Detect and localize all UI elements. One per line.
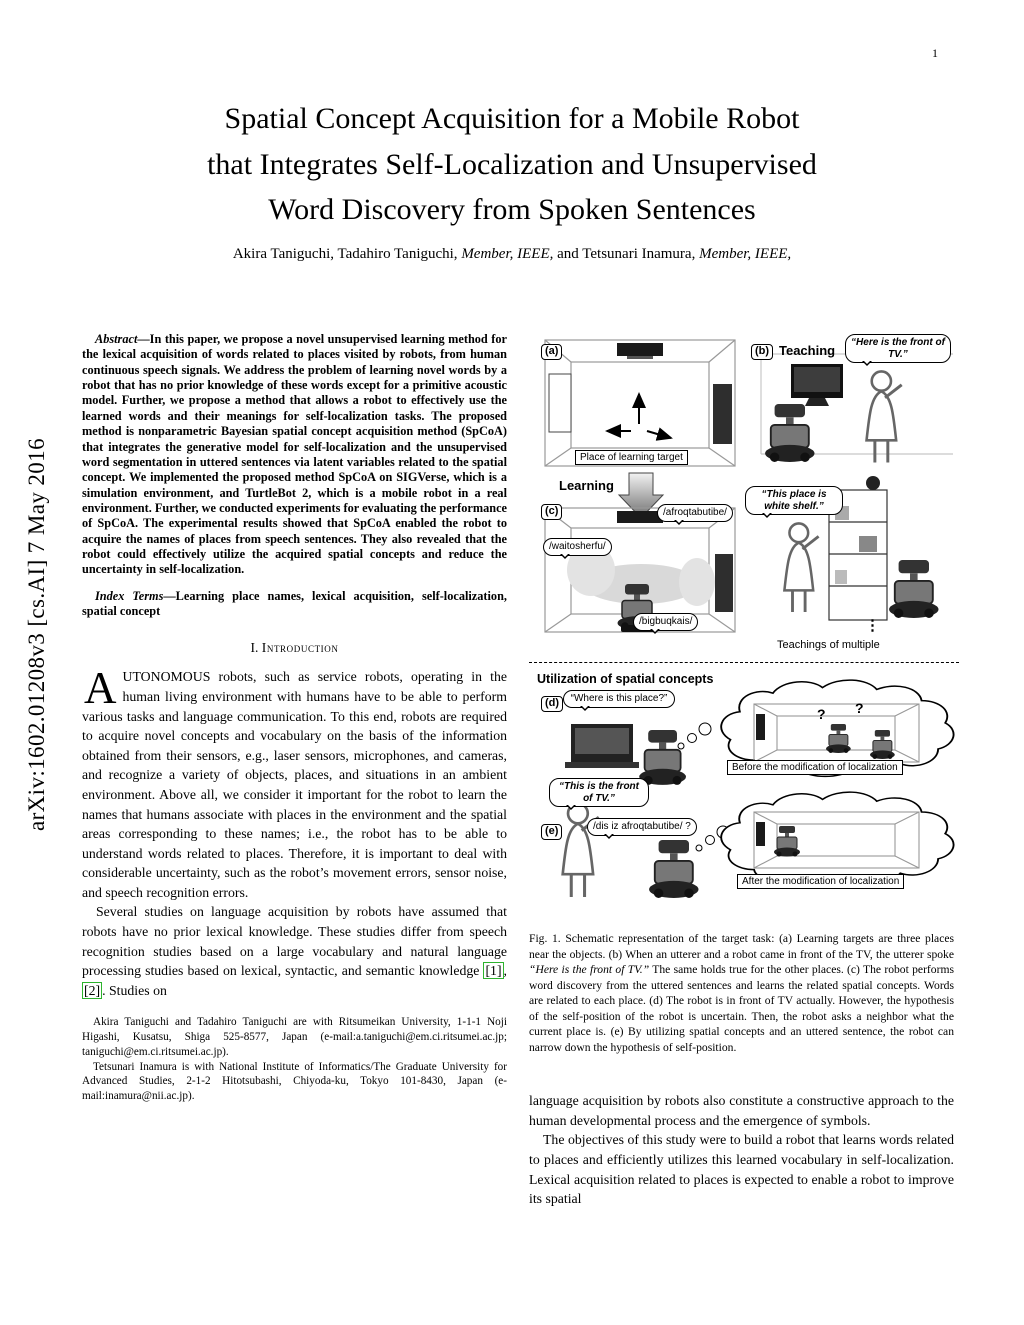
- speech-bubble-here-is-front-of-tv: “Here is the front of TV.”: [845, 334, 951, 366]
- figure-1-caption: Fig. 1. Schematic representation of the …: [529, 931, 954, 1055]
- abstract: Abstract—In this paper, we propose a nov…: [82, 332, 507, 578]
- question-mark-1: ?: [817, 706, 826, 722]
- author-affiliations-footnote: Akira Taniguchi and Tadahiro Taniguchi a…: [82, 1015, 507, 1104]
- speech-bubble-afroqtabutibe: /afroqtabutibe/: [657, 504, 733, 524]
- citation-separator: ,: [503, 963, 507, 979]
- learning-label: Learning: [559, 478, 614, 493]
- citation-link-2[interactable]: [2]: [82, 981, 103, 999]
- authors-line: Akira Taniguchi, Tadahiro Taniguchi, Mem…: [0, 246, 1024, 263]
- authors-member-1: Member, IEEE,: [461, 246, 554, 262]
- intro-paragraph-2-text: Several studies on language acquisition …: [82, 904, 507, 979]
- figure-caption-pre: Fig. 1. Schematic representation of the …: [529, 932, 954, 961]
- dashed-separator: [529, 662, 959, 663]
- paper-title-line2: that Integrates Self-Localization and Un…: [207, 147, 817, 181]
- utilization-label: Utilization of spatial concepts: [537, 672, 714, 686]
- citation-link-1[interactable]: [1]: [483, 962, 504, 980]
- section-title: Introduction: [261, 640, 339, 656]
- intro-paragraph-2-tail: . Studies on: [102, 982, 167, 998]
- speech-bubble-bigbuqkais: /bigbuqkais/: [633, 613, 699, 633]
- panel-a-caption: Place of learning target: [575, 450, 688, 465]
- figure-1: (a) Place of learning target (b) Teachin…: [529, 332, 959, 922]
- arxiv-sidebar-label: arXiv:1602.01208v3 [cs.AI] 7 May 2016: [24, 438, 49, 832]
- panel-c-tag: (c): [541, 504, 563, 520]
- page-number: 1: [932, 46, 938, 60]
- intro-paragraph-1-text: UTONOMOUS robots, such as service robots…: [82, 669, 507, 900]
- speech-bubble-waitosherfu: /waitosherfu/: [543, 538, 612, 558]
- index-terms-lead: Index Terms: [95, 588, 164, 603]
- authors-names-1: Akira Taniguchi, Tadahiro Taniguchi,: [232, 246, 462, 262]
- index-terms-text: —Learning place names, lexical acquisiti…: [82, 588, 507, 619]
- right-paragraph-2: The objectives of this study were to bui…: [529, 1132, 954, 1207]
- right-paragraph-1: language acquisition by robots also cons…: [529, 1093, 954, 1128]
- right-column: (a) Place of learning target (b) Teachin…: [529, 332, 959, 1209]
- section-heading-introduction: I. Introduction: [82, 640, 507, 656]
- question-mark-2: ?: [855, 700, 864, 716]
- left-column: Abstract—In this paper, we propose a nov…: [82, 332, 507, 1209]
- vertical-ellipsis: ⋮: [865, 617, 880, 634]
- panel-d-tag: (d): [541, 696, 564, 712]
- panel-b-tag: (b): [751, 344, 774, 360]
- panel-a-tag: (a): [541, 344, 563, 360]
- paper-title: Spatial Concept Acquisition for a Mobile…: [0, 96, 1024, 233]
- after-modification-label: After the modification of localization: [737, 874, 905, 889]
- abstract-lead: Abstract: [95, 332, 138, 346]
- footnote-paragraph-1: Akira Taniguchi and Tadahiro Taniguchi a…: [82, 1016, 507, 1058]
- speech-bubble-this-is-front-of-tv: “This is the front of TV.”: [549, 778, 649, 810]
- section-number: I.: [250, 640, 259, 656]
- paper-title-line3: Word Discovery from Spoken Sentences: [268, 193, 756, 227]
- intro-paragraph-2: Several studies on language acquisition …: [82, 902, 507, 1000]
- right-column-text: language acquisition by robots also cons…: [529, 1091, 954, 1208]
- authors-member-2: Member, IEEE,: [699, 246, 792, 262]
- footnote-paragraph-2: Tetsunari Inamura is with National Insti…: [82, 1060, 507, 1103]
- teaching-label: Teaching: [779, 343, 836, 358]
- figure-caption-italic: “Here is the front of TV.”: [529, 963, 650, 977]
- speech-bubble-where-is-this-place: “Where is this place?”: [563, 690, 675, 710]
- authors-names-2: and Tetsunari Inamura,: [553, 246, 700, 262]
- teachings-of-multiple-label: Teachings of multiple: [777, 639, 880, 651]
- index-terms: Index Terms—Learning place names, lexica…: [82, 589, 507, 620]
- speech-bubble-dis-iz-afroqtabutibe: /dis iz afroqtabutibe/ ?: [587, 818, 697, 838]
- before-modification-label: Before the modification of localization: [727, 760, 903, 775]
- speech-bubble-white-shelf: “This place is white shelf.”: [745, 486, 843, 518]
- two-column-content: Abstract—In this paper, we propose a nov…: [82, 332, 959, 1209]
- figure-1-drawing: [544, 339, 955, 899]
- panel-e-tag: (e): [541, 824, 563, 840]
- figure-caption-post: The same holds true for the other places…: [529, 963, 954, 1054]
- dropcap-letter: A: [84, 663, 117, 714]
- paper-title-line1: Spatial Concept Acquisition for a Mobile…: [224, 102, 800, 135]
- abstract-text: —In this paper, we propose a novel unsup…: [82, 332, 507, 577]
